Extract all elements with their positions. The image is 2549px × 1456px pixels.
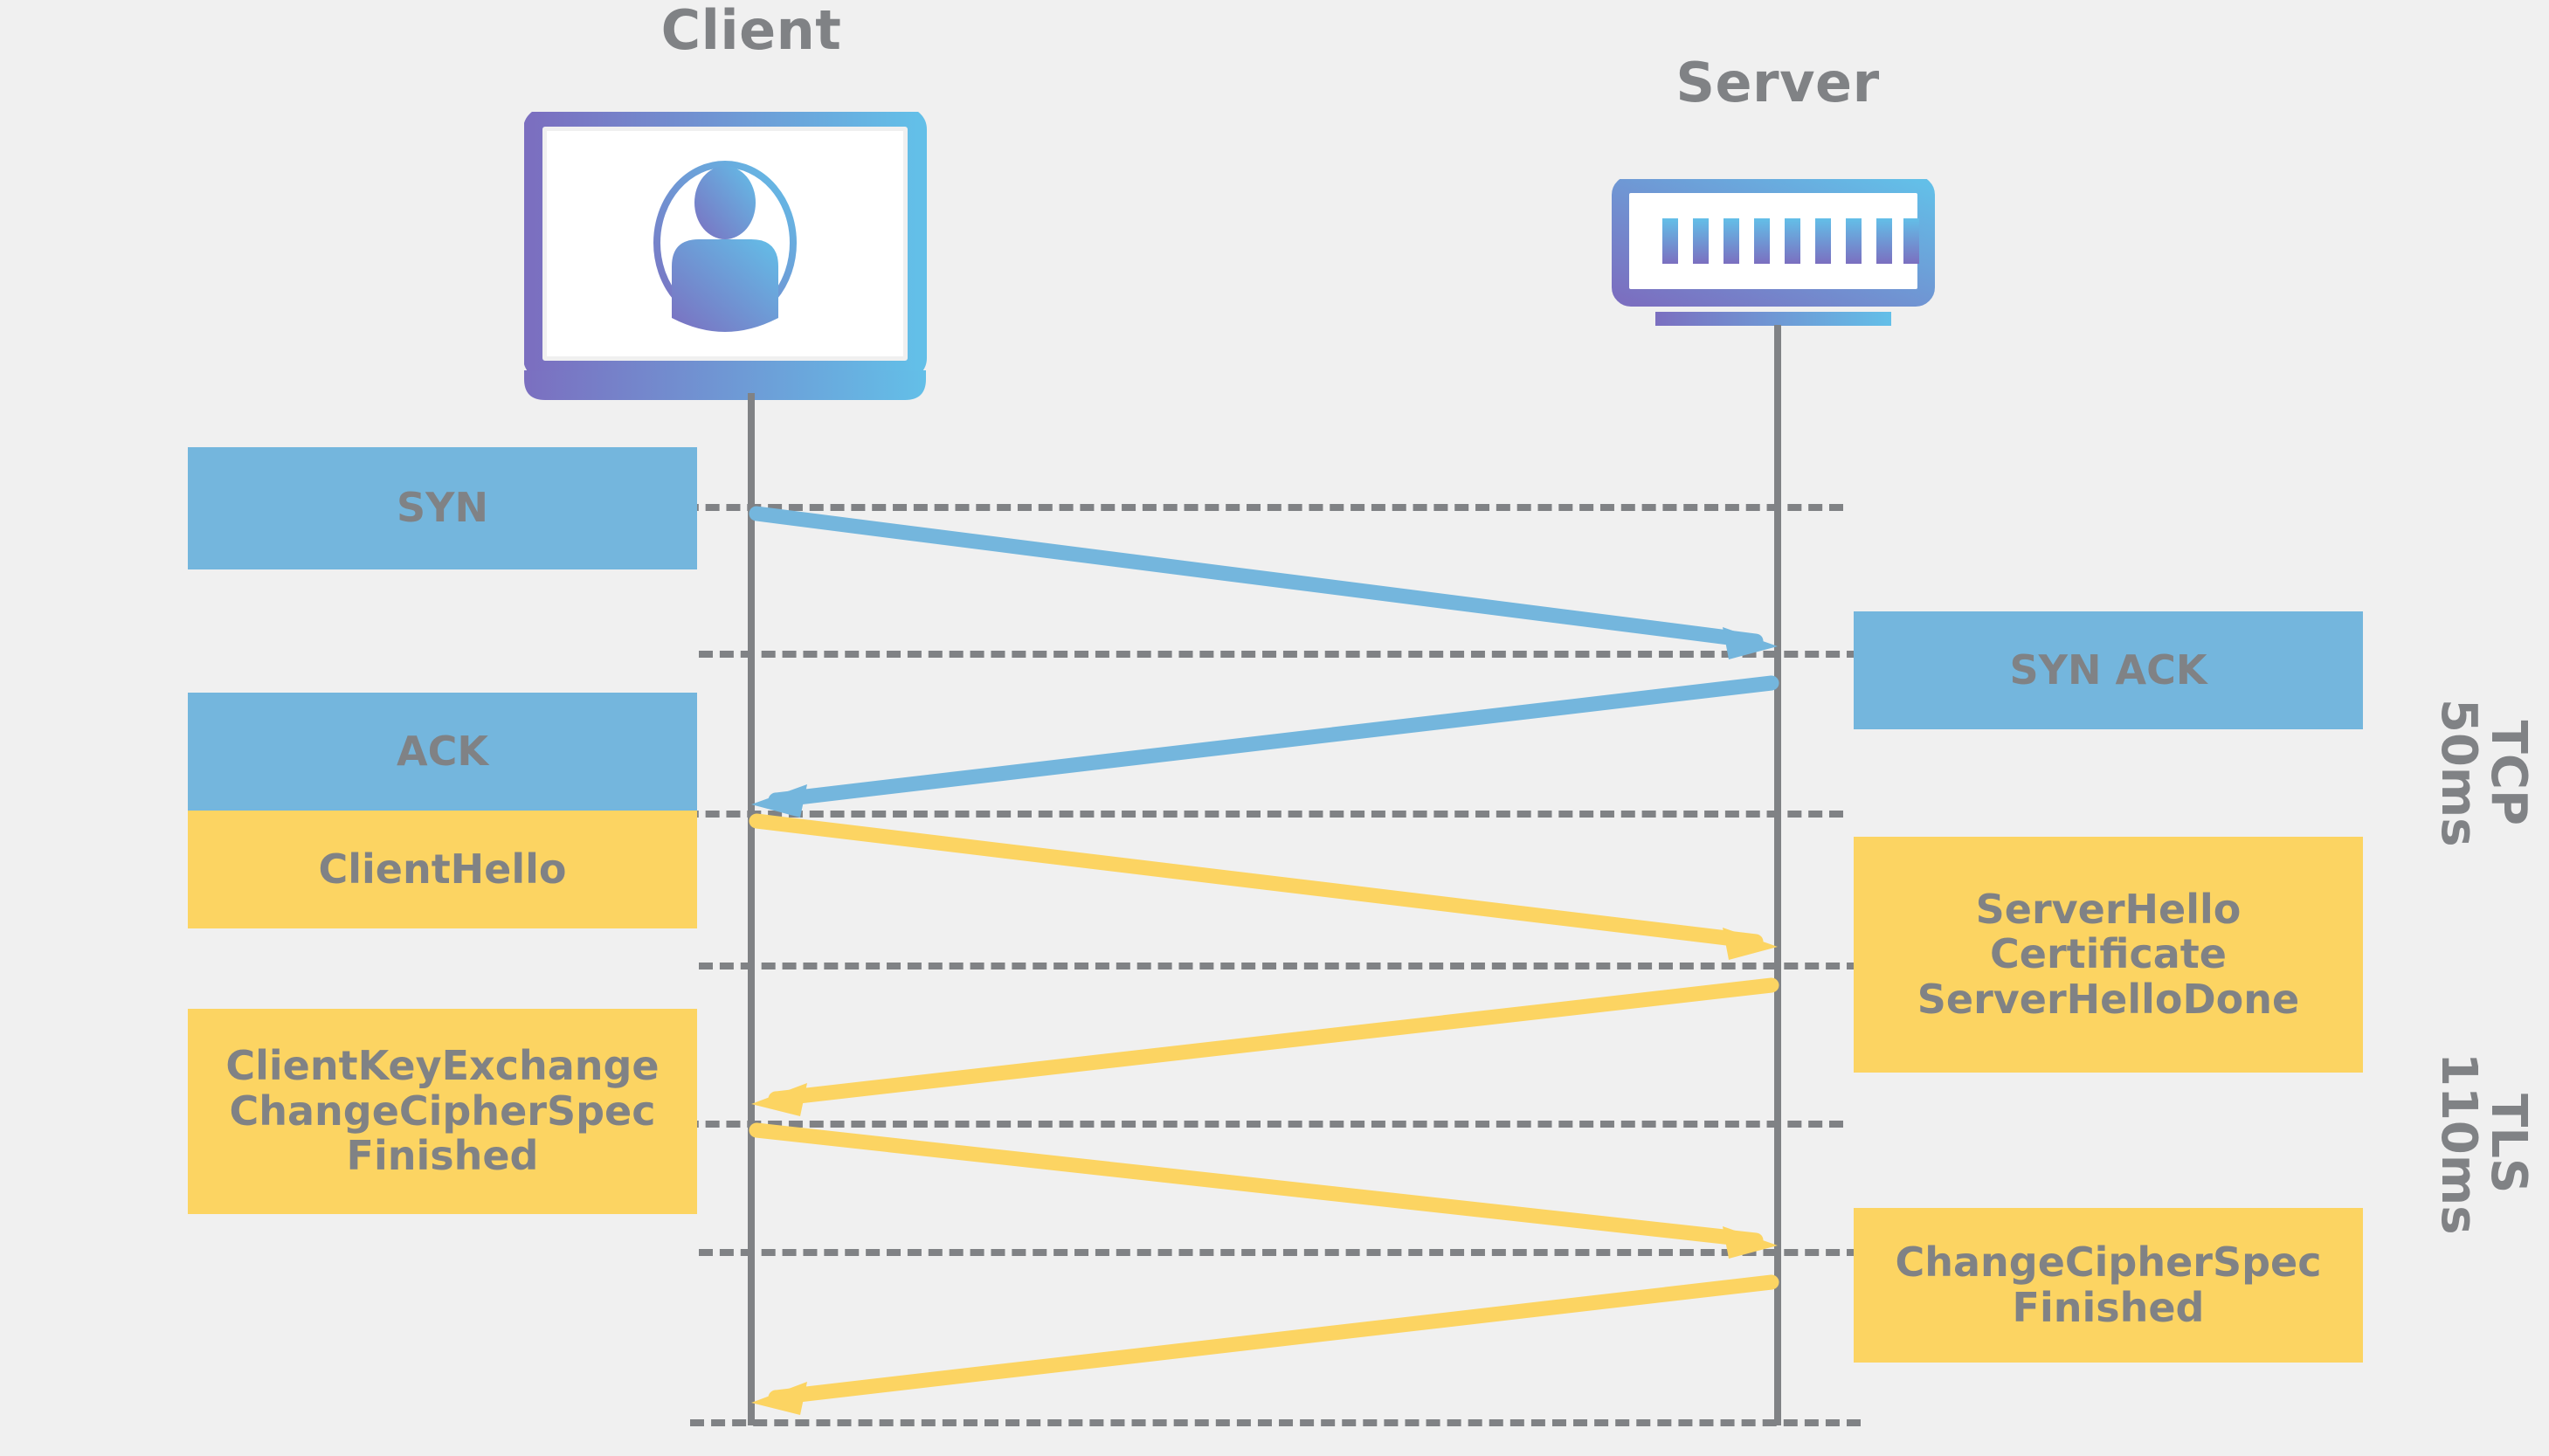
- server-lifeline: [1774, 325, 1781, 1425]
- message-label-syn-ack: SYN ACK: [2009, 645, 2207, 693]
- time-rule-ack-send: [664, 811, 1843, 818]
- sh-line-1: ServerHello: [1975, 885, 2242, 933]
- arrow-client-key-exchange: [749, 1122, 1778, 1259]
- message-label-syn: SYN: [397, 484, 488, 532]
- arrow-server-change-cipher: [751, 1274, 1779, 1415]
- time-rule-syn-send: [664, 504, 1843, 511]
- time-rule-syn-arrive: [699, 651, 1861, 658]
- phase-label-tls: TLS 110ms: [2429, 1052, 2537, 1235]
- scc-line-2: Finished: [2012, 1283, 2205, 1331]
- sh-line-2: Certificate: [1990, 930, 2227, 978]
- cke-line-1: ClientKeyExchange: [225, 1042, 660, 1090]
- phase-tls-name: TLS: [2480, 1094, 2537, 1194]
- message-box-ack[interactable]: ACK: [188, 693, 697, 811]
- server-rack-icon: [1612, 176, 1952, 341]
- sh-line-3: ServerHelloDone: [1917, 975, 2300, 1023]
- arrow-syn: [749, 506, 1778, 659]
- message-label-client-hello: ClientHello: [318, 845, 567, 893]
- message-label-server-change-cipher: ChangeCipherSpec Finished: [1862, 1238, 2354, 1331]
- server-title: Server: [1675, 51, 1880, 114]
- message-box-syn-ack[interactable]: SYN ACK: [1854, 611, 2363, 729]
- phase-label-tcp: TCP 50ms: [2429, 699, 2537, 847]
- message-label-client-key-exchange: ClientKeyExchange ChangeCipherSpec Finis…: [197, 1042, 688, 1180]
- phase-tcp-duration: 50ms: [2429, 699, 2487, 847]
- arrow-client-hello: [749, 813, 1778, 960]
- message-label-ack: ACK: [396, 727, 488, 775]
- phase-tcp-name: TCP: [2480, 720, 2537, 825]
- time-rule-ccs-arrive: [699, 1249, 1861, 1256]
- message-box-server-hello[interactable]: ServerHello Certificate ServerHelloDone: [1854, 837, 2363, 1073]
- time-rule-final: [690, 1419, 1861, 1426]
- cke-line-3: Finished: [346, 1132, 539, 1180]
- time-rule-clienthello-arrive: [699, 963, 1861, 970]
- laptop-user-icon: [523, 107, 978, 400]
- time-rule-cke-send: [664, 1121, 1843, 1128]
- client-lifeline: [748, 393, 755, 1425]
- message-box-client-hello[interactable]: ClientHello: [188, 811, 697, 928]
- message-box-syn[interactable]: SYN: [188, 447, 697, 569]
- message-box-client-key-exchange[interactable]: ClientKeyExchange ChangeCipherSpec Finis…: [188, 1009, 697, 1214]
- arrow-server-hello: [751, 977, 1779, 1116]
- message-label-server-hello: ServerHello Certificate ServerHelloDone: [1862, 887, 2354, 1023]
- cke-line-2: ChangeCipherSpec: [229, 1087, 656, 1135]
- arrow-syn-ack: [751, 675, 1779, 818]
- client-title: Client: [660, 0, 842, 62]
- message-box-server-change-cipher[interactable]: ChangeCipherSpec Finished: [1854, 1208, 2363, 1363]
- scc-line-1: ChangeCipherSpec: [1895, 1238, 2322, 1286]
- phase-tls-duration: 110ms: [2429, 1052, 2487, 1235]
